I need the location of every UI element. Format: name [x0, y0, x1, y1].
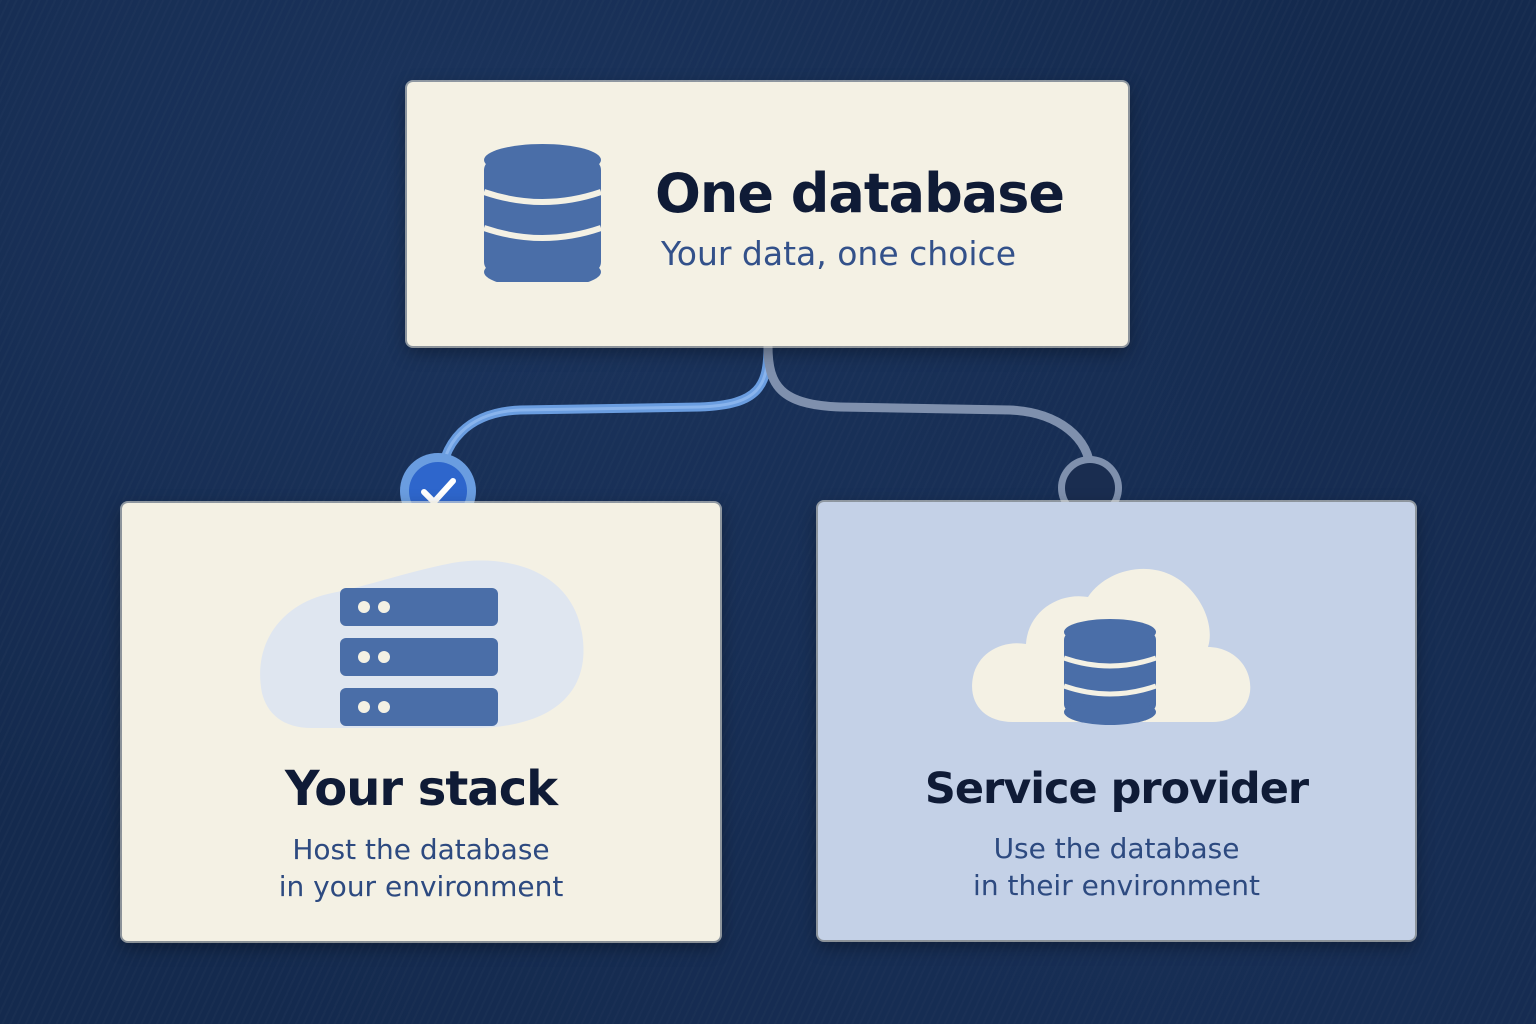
root-subtitle: Your data, one choice	[661, 234, 1017, 273]
database-icon	[483, 144, 602, 282]
cloud-database-icon	[972, 568, 1251, 725]
option-desc-line: Use the database	[993, 832, 1240, 865]
option-desc-line: Host the database	[292, 833, 550, 866]
option-desc-line: in your environment	[278, 870, 564, 903]
connector-service-provider	[763, 341, 1095, 475]
option-desc-your-stack: Host the database in your environment	[122, 831, 720, 905]
option-title-service-provider: Service provider	[924, 764, 1309, 814]
option-title-your-stack: Your stack	[284, 761, 558, 817]
option-card-your-stack[interactable]: Your stack Host the database in your env…	[122, 503, 720, 941]
option-card-service-provider[interactable]: Service provider Use the database in the…	[818, 502, 1415, 940]
root-card: One database Your data, one choice	[407, 82, 1128, 346]
server-rack-icon	[260, 560, 584, 728]
option-desc-service-provider: Use the database in their environment	[818, 830, 1415, 904]
root-title: One database	[655, 162, 1065, 225]
connector-your-stack	[435, 341, 773, 495]
option-desc-line: in their environment	[973, 869, 1260, 902]
